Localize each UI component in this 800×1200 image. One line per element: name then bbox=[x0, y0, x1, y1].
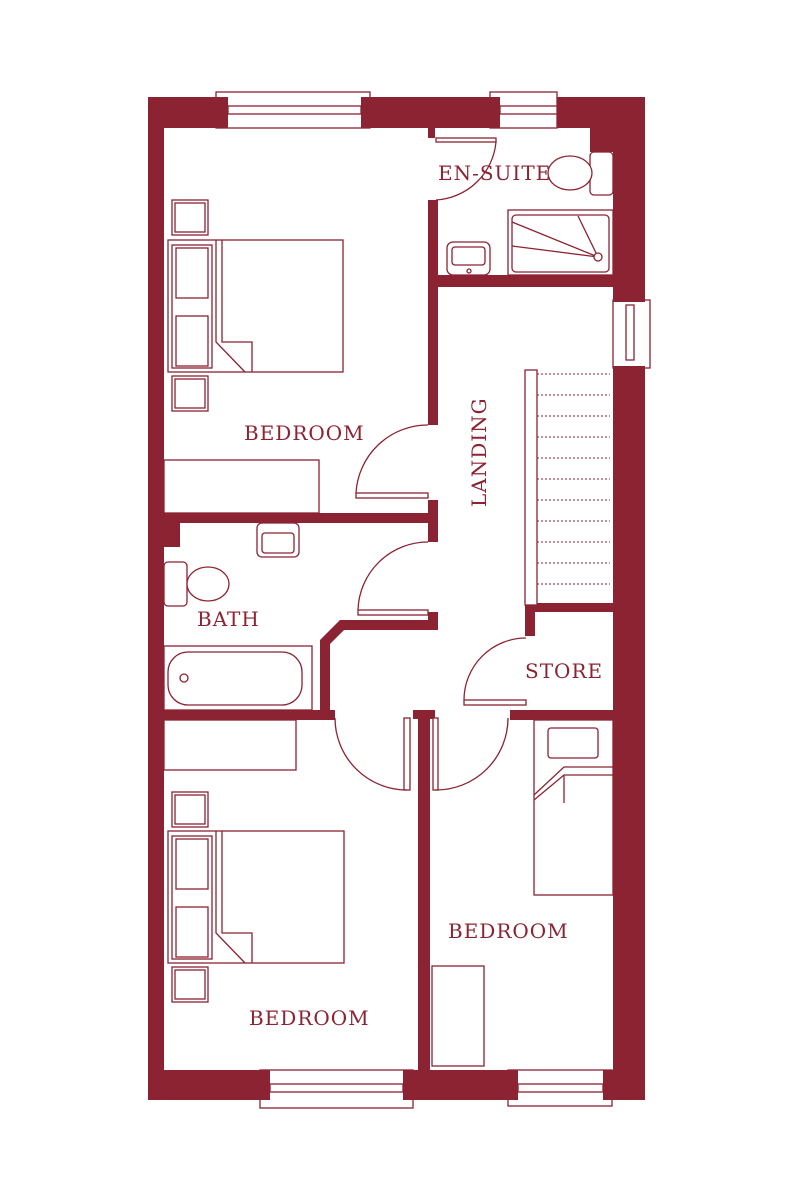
staircase bbox=[524, 369, 610, 606]
bath-fixtures bbox=[163, 522, 313, 711]
window-panes bbox=[227, 105, 635, 1093]
room-label-bedroom-bottom-left: BEDROOM bbox=[249, 1006, 370, 1030]
room-label-landing: LANDING bbox=[467, 397, 491, 507]
bedroom-bottom-left-furniture bbox=[163, 719, 345, 1003]
room-label-bedroom-right: BEDROOM bbox=[448, 919, 569, 943]
walls bbox=[148, 97, 645, 1100]
room-label-bath: BATH bbox=[197, 607, 260, 631]
room-label-ensuite: EN-SUITE bbox=[438, 161, 551, 185]
room-label-bedroom-main: BEDROOM bbox=[244, 421, 365, 445]
bedroom-right-furniture bbox=[431, 719, 614, 1067]
room-label-store: STORE bbox=[525, 659, 603, 683]
doors bbox=[334, 137, 527, 791]
bedroom-main-furniture bbox=[163, 199, 344, 514]
ensuite-fixtures bbox=[446, 151, 614, 276]
